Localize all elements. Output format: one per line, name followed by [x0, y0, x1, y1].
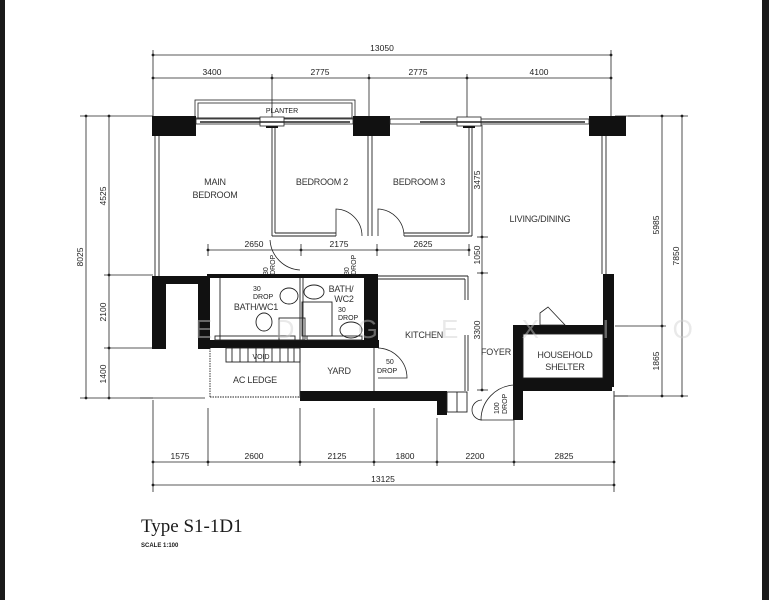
svg-text:DROP: DROP: [502, 393, 509, 414]
plan-title: Type S1-1D1: [141, 516, 243, 537]
dim-top-total: 13050: [370, 43, 394, 53]
windows: [195, 116, 590, 127]
svg-text:30: 30: [338, 307, 346, 314]
room-void: VOID: [252, 354, 269, 361]
svg-text:30: 30: [253, 286, 261, 293]
dimension-ticks: [84, 53, 684, 487]
room-main-bedroom-line2: BEDROOM: [192, 190, 237, 200]
dimension-lines: [80, 50, 688, 492]
dim-bottom-3: 2125: [328, 451, 347, 461]
dim-inner-h-3: 2625: [414, 239, 433, 249]
room-bath-wc2-line1: BATH/: [329, 284, 355, 294]
dim-bottom-total: 13125: [371, 474, 395, 484]
dim-right-1: 5985: [651, 215, 661, 234]
image-frame-left: [0, 0, 5, 600]
planter-label: PLANTER: [266, 108, 298, 115]
dim-left-total: 8025: [75, 247, 85, 266]
dim-inner-v-1: 3475: [472, 170, 482, 189]
dim-bottom-2: 2600: [245, 451, 264, 461]
dim-right-total: 7850: [671, 246, 681, 265]
dim-inner-h-1: 2650: [245, 239, 264, 249]
dim-top-3: 2775: [409, 67, 428, 77]
dim-right-2: 1865: [651, 351, 661, 370]
room-household-shelter-line1: HOUSEHOLD: [537, 350, 593, 360]
dim-bottom-6: 2825: [555, 451, 574, 461]
svg-text:DROP: DROP: [351, 254, 358, 275]
dim-bottom-5: 2200: [466, 451, 485, 461]
dim-left-2: 2100: [98, 302, 108, 321]
drop-marker-bath-door: 30 DROP: [263, 254, 277, 275]
drop-marker-yard: 50 DROP: [377, 359, 398, 375]
partitions: [154, 128, 615, 420]
room-ac-ledge: AC LEDGE: [233, 375, 277, 385]
plan-scale: SCALE 1:100: [141, 543, 179, 549]
svg-text:DROP: DROP: [338, 315, 359, 322]
svg-text:DROP: DROP: [253, 294, 274, 301]
svg-text:DROP: DROP: [270, 254, 277, 275]
walls: [152, 116, 626, 420]
svg-text:30: 30: [263, 267, 270, 275]
room-bath-wc1: BATH/WC1: [234, 302, 278, 312]
room-bedroom-3: BEDROOM 3: [393, 177, 445, 187]
drop-marker-wc2-door: 30 DROP: [344, 254, 358, 275]
image-frame-right: [762, 0, 769, 600]
drop-marker-entrance: 100 DROP: [494, 393, 509, 414]
svg-text:50: 50: [386, 359, 394, 366]
room-living-dining: LIVING/DINING: [510, 214, 571, 224]
svg-text:DROP: DROP: [377, 368, 398, 375]
room-bedroom-2: BEDROOM 2: [296, 177, 348, 187]
drop-marker-wc1: 30 DROP: [253, 286, 274, 301]
doors: [269, 208, 566, 421]
room-foyer: FOYER: [481, 347, 512, 357]
dim-inner-h-2: 2175: [330, 239, 349, 249]
room-kitchen: KITCHEN: [405, 330, 443, 340]
room-yard: YARD: [327, 366, 351, 376]
dim-inner-v-2: 1050: [472, 245, 482, 264]
dim-bottom-4: 1800: [396, 451, 415, 461]
room-bath-wc2-line2: WC2: [334, 294, 354, 304]
dim-top-4: 4100: [530, 67, 549, 77]
dim-inner-v-3: 3300: [472, 320, 482, 339]
dim-left-3: 1400: [98, 364, 108, 383]
dim-top-1: 3400: [203, 67, 222, 77]
svg-text:100: 100: [494, 402, 501, 414]
room-main-bedroom-line1: MAIN: [204, 177, 226, 187]
watermark: E D G E X I O: [195, 314, 721, 344]
room-household-shelter-line2: SHELTER: [545, 362, 585, 372]
dim-top-2: 2775: [311, 67, 330, 77]
dim-bottom-1: 1575: [171, 451, 190, 461]
drop-marker-wc2: 30 DROP: [338, 307, 359, 322]
svg-text:30: 30: [344, 267, 351, 275]
dim-left-1: 4525: [98, 186, 108, 205]
